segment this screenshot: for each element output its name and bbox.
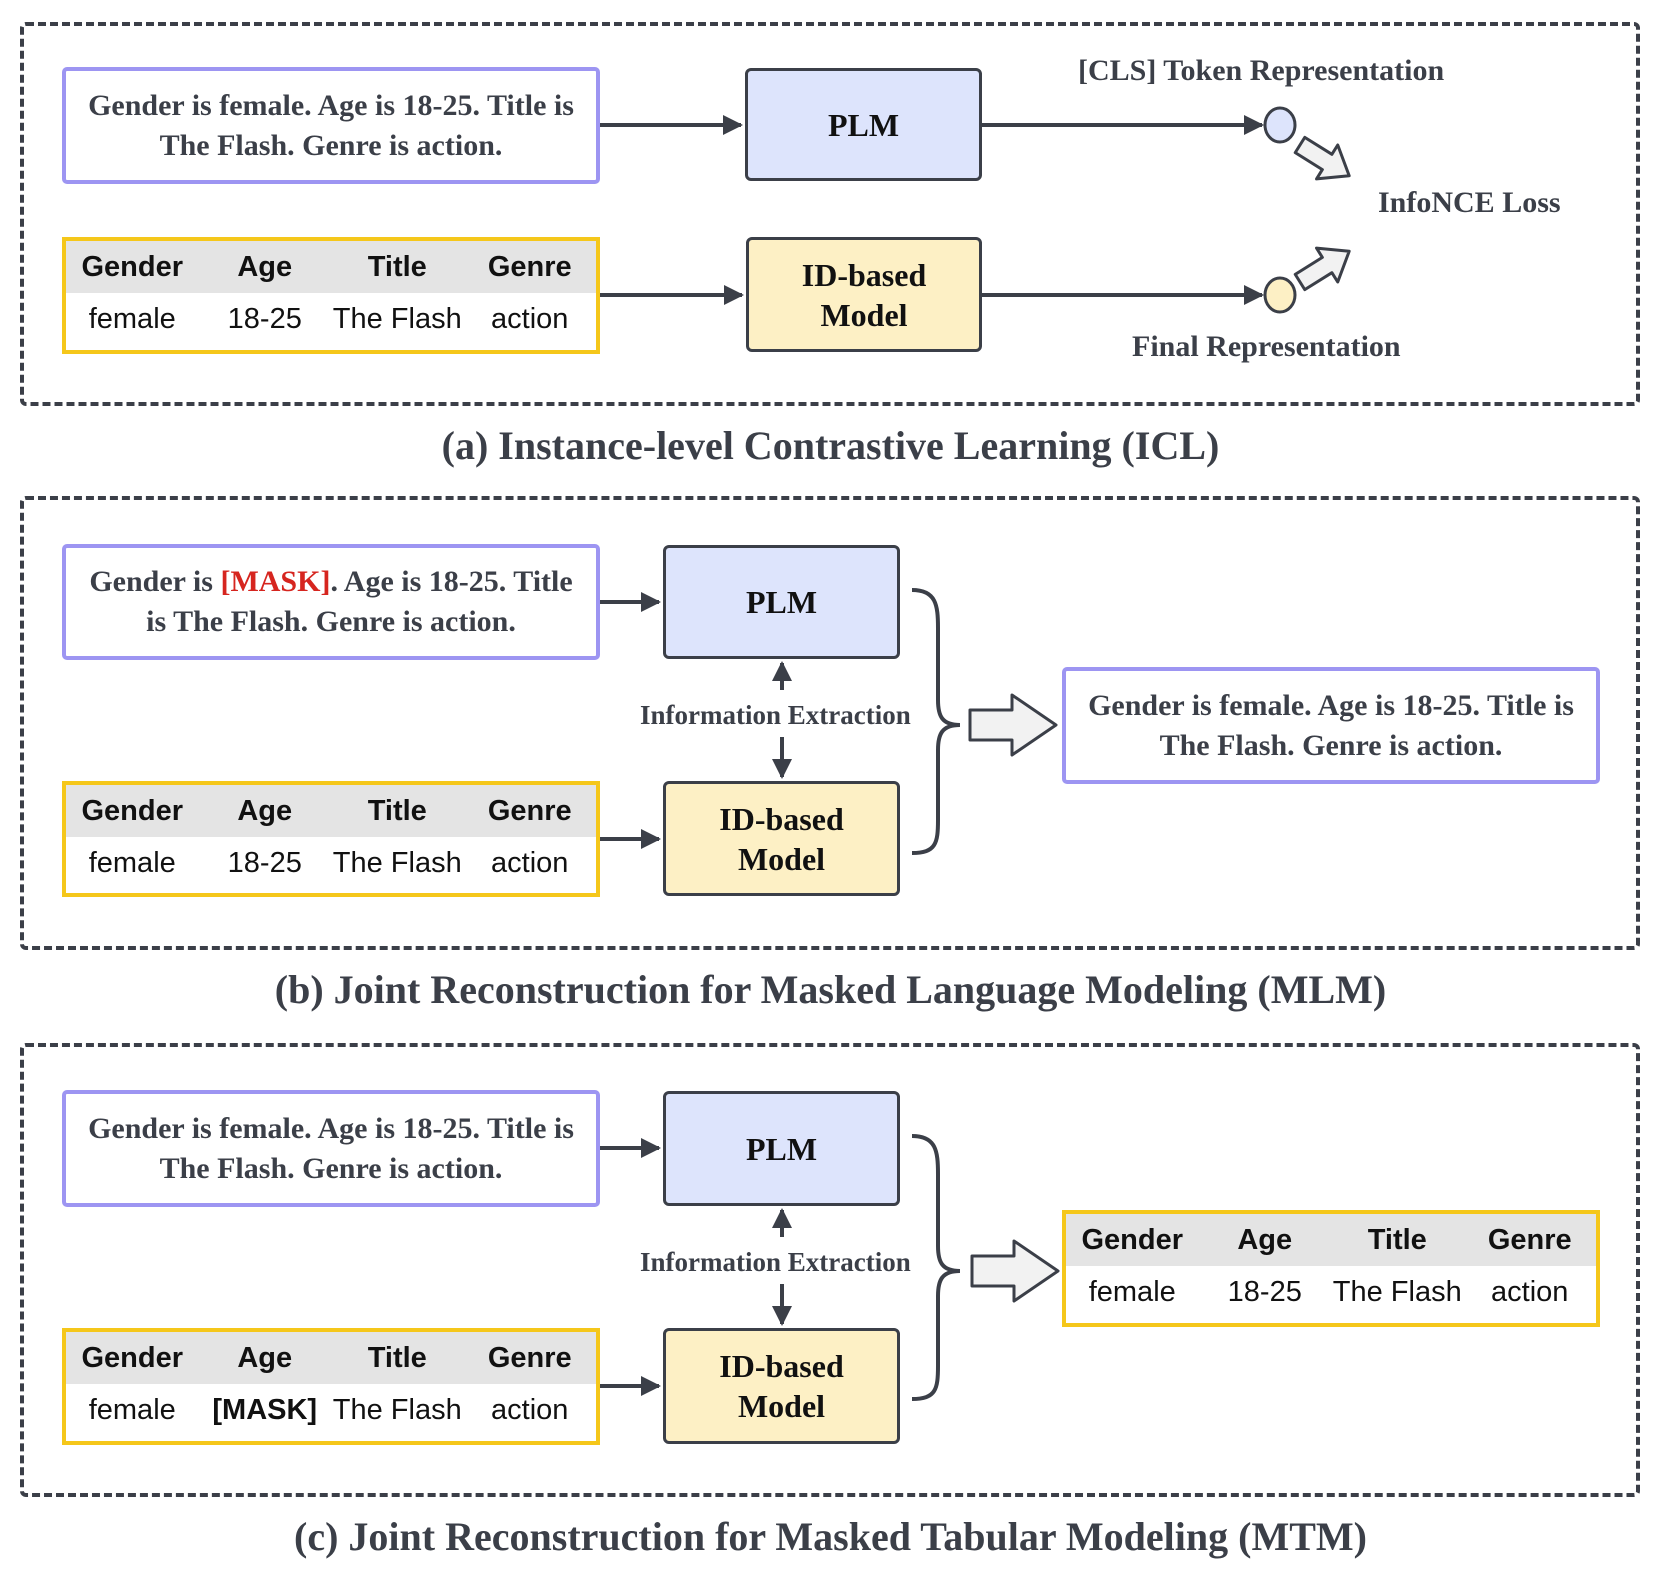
- table-row: female 18-25 The Flash action: [1066, 1266, 1596, 1318]
- table-cell: female: [88, 846, 176, 879]
- table-header: Gender: [66, 785, 199, 837]
- plm-box: PLM: [663, 545, 900, 659]
- plm-label: PLM: [827, 106, 900, 143]
- reconstructed-text: Gender is female. Age is 18-25. Title is…: [1088, 688, 1574, 762]
- panel-mlm: [20, 496, 1640, 950]
- information-extraction-label: Information Extraction: [640, 700, 911, 730]
- table-header: Age: [198, 241, 331, 293]
- information-extraction-label: Information Extraction: [640, 1247, 911, 1277]
- table-cell: The Flash: [332, 302, 462, 335]
- plm-box: PLM: [663, 1091, 900, 1206]
- table-cell: female: [88, 302, 176, 335]
- table-header: Age: [198, 1332, 331, 1384]
- infonce-loss-label: InfoNCE Loss: [1378, 186, 1561, 219]
- table-header: Genre: [463, 241, 596, 293]
- table-cell: 18-25: [227, 846, 302, 879]
- table-row: female 18-25 The Flash action: [66, 837, 596, 889]
- attribute-text: Gender is female. Age is 18-25. Title is…: [88, 88, 574, 162]
- table-header: Gender: [66, 1332, 199, 1384]
- final-representation-label: Final Representation: [1132, 330, 1401, 363]
- mask-token-cell: [MASK]: [212, 1393, 318, 1426]
- table-cell: action: [491, 302, 569, 335]
- table-header: Gender: [1066, 1214, 1199, 1266]
- table-cell: female: [1088, 1275, 1176, 1308]
- table-header: Title: [331, 1332, 464, 1384]
- id-based-model-label: ID-based Model: [719, 800, 844, 877]
- table-cell: action: [491, 846, 569, 879]
- table-header: Genre: [463, 785, 596, 837]
- panel-icl: [20, 22, 1640, 406]
- attribute-text: Gender is female. Age is 18-25. Title is…: [88, 1111, 574, 1185]
- id-based-model-label: ID-based Model: [801, 256, 927, 333]
- plm-box: PLM: [745, 68, 982, 181]
- table-cell: female: [88, 1393, 176, 1426]
- table-cell: 18-25: [1227, 1275, 1302, 1308]
- id-based-model-box: ID-based Model: [663, 1328, 900, 1444]
- plm-label: PLM: [745, 584, 818, 620]
- table-cell: The Flash: [332, 846, 462, 879]
- masked-text: Gender is [MASK]. Age is 18-25. Title is…: [76, 562, 586, 642]
- table-cell: 18-25: [227, 302, 302, 335]
- table-header: Genre: [463, 1332, 596, 1384]
- table-header: Genre: [1463, 1214, 1596, 1266]
- attribute-table: Gender Age Title Genre female 18-25 The …: [62, 237, 600, 354]
- cls-token-label: [CLS] Token Representation: [1078, 54, 1445, 87]
- id-based-model-label: ID-based Model: [719, 1348, 844, 1424]
- table-header: Title: [331, 241, 464, 293]
- masked-text-box: Gender is [MASK]. Age is 18-25. Title is…: [62, 544, 600, 660]
- table-header: Title: [1331, 1214, 1464, 1266]
- id-based-model-box: ID-based Model: [746, 237, 982, 352]
- table-header: Gender: [66, 241, 199, 293]
- panel-c-title: (c) Joint Reconstruction for Masked Tabu…: [294, 1514, 1367, 1559]
- panel-b-title: (b) Joint Reconstruction for Masked Lang…: [274, 967, 1387, 1012]
- attribute-table: Gender Age Title Genre female 18-25 The …: [62, 781, 600, 897]
- reconstructed-text-box: Gender is female. Age is 18-25. Title is…: [1062, 667, 1600, 784]
- masked-text-suffix: . Age is 18-25. Title is The Flash. Genr…: [146, 565, 573, 638]
- panel-a-title: (a) Instance-level Contrastive Learning …: [441, 423, 1220, 468]
- table-row: female 18-25 The Flash action: [66, 293, 596, 345]
- table-header: Title: [331, 785, 464, 837]
- panel-mtm: [20, 1043, 1640, 1497]
- id-based-model-box: ID-based Model: [663, 781, 900, 896]
- mask-token: [MASK]: [220, 565, 331, 598]
- table-header: Age: [198, 785, 331, 837]
- table-row: female [MASK] The Flash action: [66, 1384, 596, 1436]
- plm-label: PLM: [745, 1130, 818, 1167]
- masked-attribute-table: Gender Age Title Genre female [MASK] The…: [62, 1328, 600, 1445]
- table-header: Age: [1198, 1214, 1331, 1266]
- attribute-text-box: Gender is female. Age is 18-25. Title is…: [62, 1090, 600, 1207]
- table-cell: action: [1491, 1275, 1569, 1308]
- table-cell: The Flash: [1332, 1275, 1462, 1308]
- table-cell: action: [491, 1393, 569, 1426]
- attribute-text-box: Gender is female. Age is 18-25. Title is…: [62, 67, 600, 184]
- table-cell: The Flash: [332, 1393, 462, 1426]
- reconstructed-table: Gender Age Title Genre female 18-25 The …: [1062, 1210, 1600, 1327]
- masked-text-prefix: Gender is: [89, 565, 221, 598]
